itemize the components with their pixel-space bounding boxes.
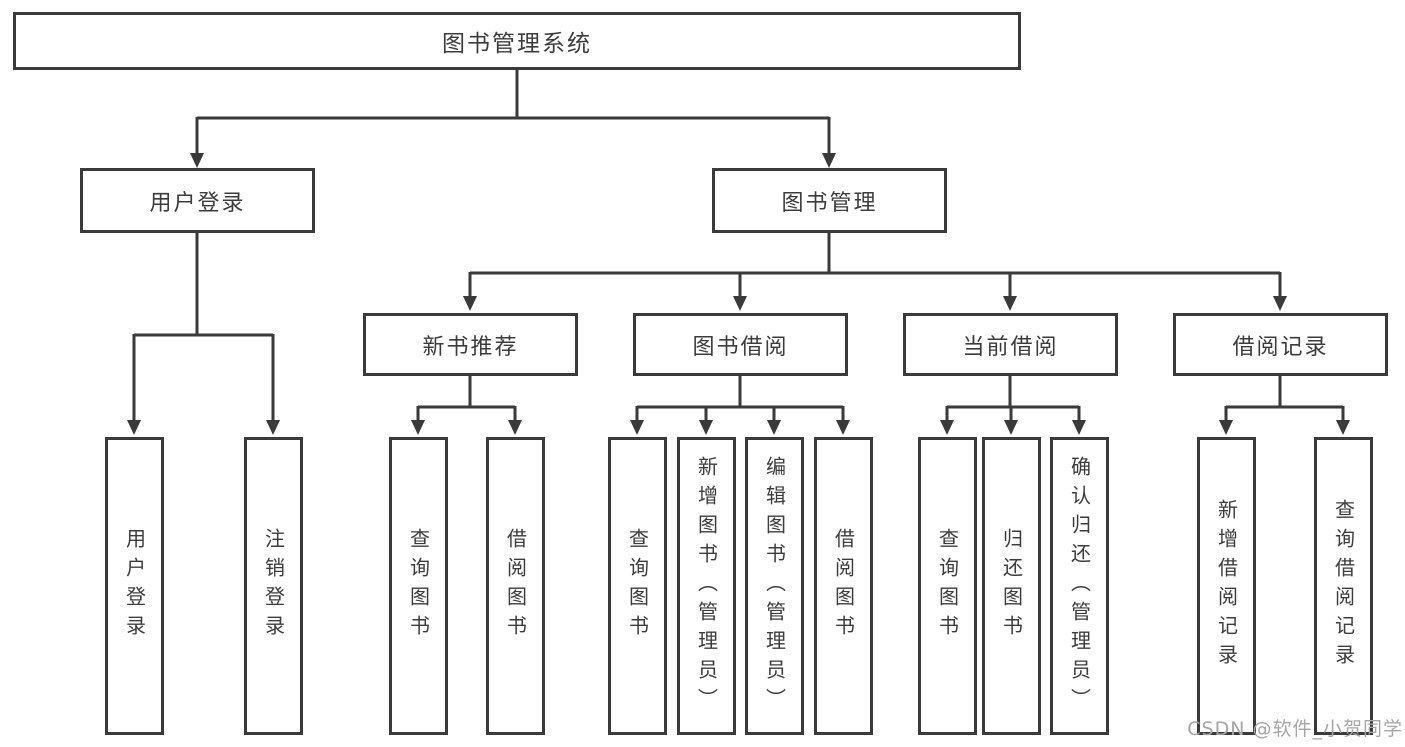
node-current-borrowing: 当前借阅	[903, 313, 1118, 376]
leaf-label: 查询图书	[406, 528, 431, 644]
leaf-label: 注销登录	[261, 528, 286, 644]
leaf-label: 编辑图书（管理员）	[762, 455, 787, 717]
leaf-borrow-books: 借阅图书	[814, 437, 873, 735]
leaf-label: 借阅图书	[831, 528, 856, 644]
leaf-label: 查询图书	[935, 528, 960, 644]
node-library-management-system: 图书管理系统	[13, 12, 1021, 70]
node-new-book-recommendation: 新书推荐	[363, 313, 578, 376]
leaf-label: 用户登录	[122, 528, 147, 644]
arrowheads	[127, 153, 1350, 435]
node-book-borrowing: 图书借阅	[633, 313, 848, 376]
node-borrowing-records: 借阅记录	[1173, 313, 1388, 376]
leaf-query-borrow-record: 查询借阅记录	[1314, 437, 1373, 735]
watermark-text: CSDN @软件_小贺同学	[1187, 718, 1403, 740]
leaf-label: 查询借阅记录	[1331, 499, 1356, 673]
leaf-borrow-books-recommend: 借阅图书	[486, 437, 545, 735]
node-book-management: 图书管理	[712, 168, 947, 233]
leaf-label: 借阅图书	[503, 528, 528, 644]
leaf-label: 归还图书	[999, 528, 1024, 644]
leaf-query-books-current: 查询图书	[918, 437, 977, 735]
leaf-add-borrow-record: 新增借阅记录	[1197, 437, 1256, 735]
leaf-label: 新增借阅记录	[1214, 499, 1239, 673]
leaf-query-books-recommend: 查询图书	[389, 437, 448, 735]
leaf-edit-books-admin: 编辑图书（管理员）	[745, 437, 804, 735]
leaf-query-books-borrowing: 查询图书	[608, 437, 667, 735]
node-user-login: 用户登录	[80, 168, 315, 233]
leaf-label: 确认归还（管理员）	[1067, 455, 1092, 717]
leaf-label: 新增图书（管理员）	[694, 455, 719, 717]
leaf-user-login: 用户登录	[105, 437, 164, 735]
leaf-logout: 注销登录	[244, 437, 303, 735]
leaf-add-books-admin: 新增图书（管理员）	[677, 437, 736, 735]
leaf-confirm-return-admin: 确认归还（管理员）	[1050, 437, 1109, 735]
leaf-return-books: 归还图书	[982, 437, 1041, 735]
leaf-label: 查询图书	[625, 528, 650, 644]
